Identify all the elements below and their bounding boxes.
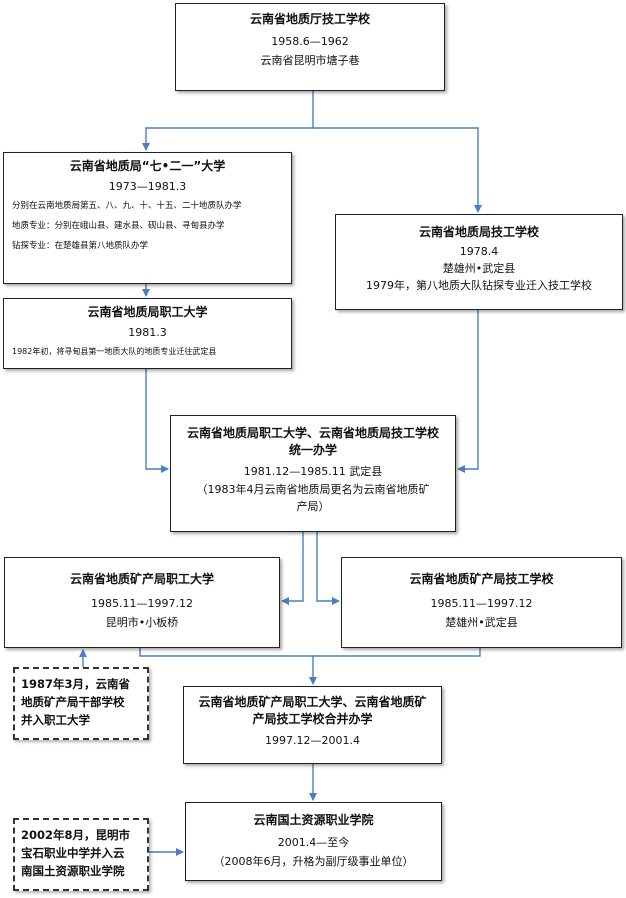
node-mineral-bureau-tech-school: 云南省地质矿产局技工学校 1985.11—1997.12 楚雄州•武定县 bbox=[341, 557, 622, 648]
node-date: 1973—1981.3 bbox=[108, 180, 187, 193]
node-mineral-bureau-staff-university: 云南省地质矿产局职工大学 1985.11—1997.12 昆明市•小板桥 bbox=[4, 557, 280, 648]
node-title: 云南国土资源职业学院 bbox=[253, 813, 374, 827]
note-2002-gem-school-merge: 2002年8月，昆明市 宝石职业中学并入云 南国土资源职业学院 bbox=[13, 818, 149, 891]
note-line: 2002年8月，昆明市 bbox=[21, 828, 131, 842]
node-location: 昆明市•小板桥 bbox=[105, 616, 179, 629]
connector-n5-n6 bbox=[281, 532, 304, 605]
node-land-resources-vocational-college: 云南国土资源职业学院 2001.4—至今 （2008年6月，升格为副厅级事业单位… bbox=[185, 802, 442, 881]
node-note: （1983年4月云南省地质局更名为云南省地质矿 bbox=[196, 483, 430, 496]
node-title: 云南省地质厅技工学校 bbox=[249, 12, 370, 26]
node-title: 云南省地质局职工大学 bbox=[87, 305, 208, 319]
node-location: 云南省昆明市塘子巷 bbox=[260, 54, 360, 67]
connector-n7-n8 bbox=[313, 648, 481, 657]
node-note: 地质专业：分别在峨山县、建水县、砚山县、寻甸县办学 bbox=[12, 221, 225, 231]
node-date: 1981.12—1985.11 武定县 bbox=[243, 465, 383, 478]
connector-n4-n5 bbox=[145, 369, 169, 473]
node-date: 1958.6—1962 bbox=[271, 35, 349, 48]
node-date: 1985.11—1997.12 bbox=[91, 597, 193, 610]
note-line: 南国土资源职业学院 bbox=[21, 864, 125, 878]
node-geology-dept-tech-school-1958: 云南省地质厅技工学校 1958.6—1962 云南省昆明市塘子巷 bbox=[175, 3, 445, 91]
node-note: 1982年初，将寻甸县第一地质大队的地质专业迁往武定县 bbox=[12, 347, 217, 356]
note-1987-cadre-school-merge: 1987年3月，云南省 地质矿产局干部学校 并入职工大学 bbox=[13, 667, 149, 740]
node-note: 产局） bbox=[296, 500, 330, 513]
connector-n5-n7 bbox=[316, 532, 340, 605]
node-geology-bureau-tech-school: 云南省地质局技工学校 1978.4 楚雄州•武定县 1979年，第八地质大队钻探… bbox=[335, 214, 623, 310]
node-date: 2001.4—至今 bbox=[277, 836, 350, 849]
node-date: 1981.3 bbox=[128, 326, 167, 339]
node-title: 云南省地质矿产局技工学校 bbox=[409, 572, 554, 586]
connector-n3-n5 bbox=[457, 310, 479, 473]
node-note: 钻探专业：在楚雄县第八地质队办学 bbox=[12, 241, 149, 251]
node-unified-schooling: 云南省地质局职工大学、云南省地质局技工学校 统一办学 1981.12—1985.… bbox=[170, 415, 456, 532]
node-721-university: 云南省地质局“七•二一”大学 1973—1981.3 分别在云南地质局第五、八、… bbox=[3, 152, 292, 284]
note-line: 1987年3月，云南省 bbox=[21, 677, 131, 691]
node-title: 云南省地质局“七•二一”大学 bbox=[69, 159, 226, 173]
node-title-line: 产局技工学校合并办学 bbox=[252, 712, 373, 726]
note-line: 地质矿产局干部学校 bbox=[21, 695, 125, 709]
node-title-line: 云南省地质局职工大学、云南省地质局技工学校 bbox=[186, 426, 439, 440]
node-title-line: 统一办学 bbox=[288, 443, 337, 457]
node-date: 1997.12—2001.4 bbox=[265, 734, 360, 747]
connector-n1-n3 bbox=[313, 127, 482, 213]
note-line: 宝石职业中学并入云 bbox=[21, 846, 125, 860]
node-merged-schooling: 云南省地质矿产局职工大学、云南省地质矿 产局技工学校合并办学 1997.12—2… bbox=[183, 686, 442, 764]
node-location: 楚雄州•武定县 bbox=[445, 616, 518, 629]
node-title: 云南省地质局技工学校 bbox=[418, 225, 539, 239]
connector-n6-n8 bbox=[139, 648, 317, 685]
note-line: 并入职工大学 bbox=[21, 713, 90, 727]
node-date: 1978.4 bbox=[459, 245, 499, 258]
node-note: （2008年6月，升格为副厅级事业单位） bbox=[213, 855, 414, 868]
node-note: 分别在云南地质局第五、八、九、十、十五、二十地质队办学 bbox=[12, 201, 242, 211]
node-date: 1985.11—1997.12 bbox=[430, 597, 533, 610]
node-title: 云南省地质矿产局职工大学 bbox=[69, 572, 214, 586]
node-note: 1979年，第八地质大队钻探专业迁入技工学校 bbox=[366, 279, 592, 292]
node-title-line: 云南省地质矿产局职工大学、云南省地质矿 bbox=[198, 695, 427, 709]
connector-n1-split bbox=[142, 91, 314, 151]
node-geology-bureau-staff-university: 云南省地质局职工大学 1981.3 1982年初，将寻甸县第一地质大队的地质专业… bbox=[3, 298, 292, 369]
node-location: 楚雄州•武定县 bbox=[442, 262, 516, 275]
